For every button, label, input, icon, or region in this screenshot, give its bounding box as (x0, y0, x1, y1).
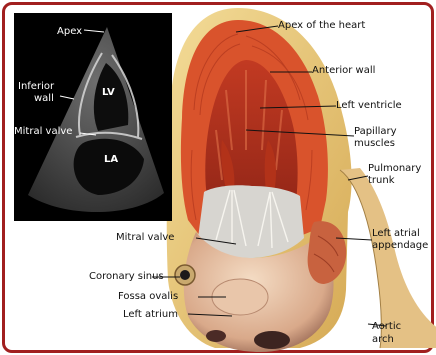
pulmonary-vein-opening-1 (254, 331, 290, 349)
label-coronary-sinus: Coronary sinus (89, 271, 164, 282)
label-left-atrium: Left atrium (123, 309, 178, 320)
echo-label-apex: Apex (57, 26, 82, 37)
label-mitral-valve: Mitral valve (116, 232, 174, 243)
pulmonary-vein-opening-2 (206, 330, 226, 342)
echo-label-inferior: Inferior (18, 81, 54, 92)
label-anterior-wall: Anterior wall (312, 65, 375, 76)
label-aortic: Aortic (372, 321, 401, 332)
label-left-atrial: Left atrial (372, 228, 420, 239)
label-arch: arch (372, 334, 394, 345)
label-left-ventricle: Left ventricle (336, 100, 402, 111)
label-fossa-ovalis: Fossa ovalis (118, 291, 178, 302)
echo-image (14, 13, 172, 221)
label-apex-of-heart: Apex of the heart (278, 20, 365, 31)
label-muscles: muscles (354, 138, 395, 149)
echo-label-mitral-valve: Mitral valve (14, 126, 72, 137)
echo-label-wall: wall (34, 93, 54, 104)
label-trunk: trunk (368, 175, 395, 186)
label-papillary: Papillary (354, 126, 397, 137)
echo-label-lv: LV (102, 87, 115, 98)
echo-label-la: LA (104, 154, 118, 165)
echocardiogram-panel: Apex Inferior wall Mitral valve LV LA (14, 13, 172, 221)
label-appendage: appendage (372, 240, 428, 251)
label-pulmonary: Pulmonary (368, 163, 421, 174)
mitral-valve-area (198, 185, 304, 258)
